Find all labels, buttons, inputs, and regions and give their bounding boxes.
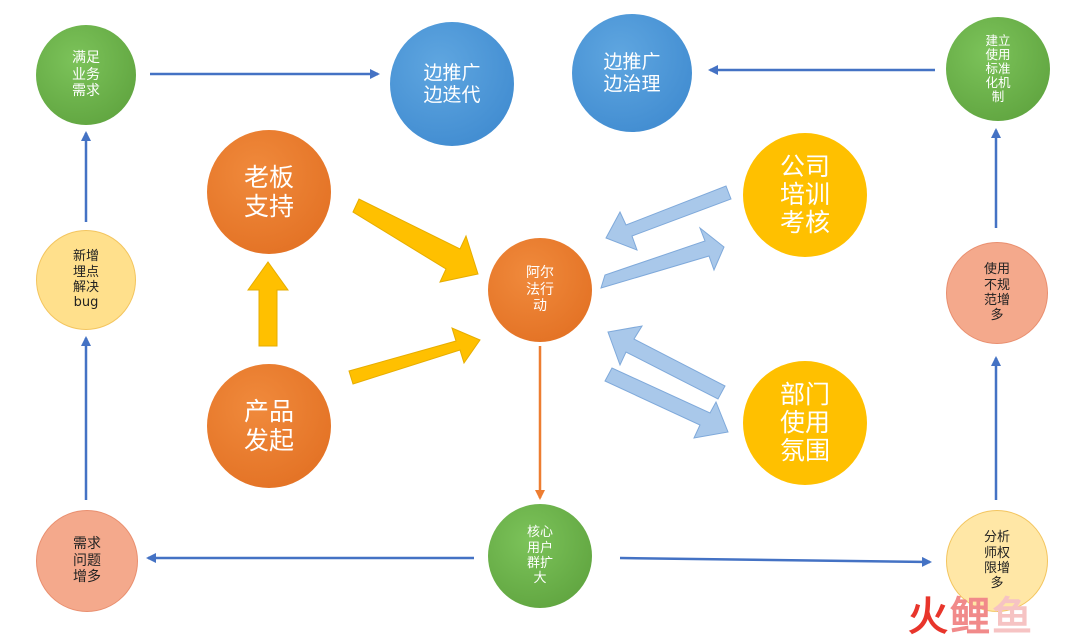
block-arrow-boss-to-alpha: [352, 198, 479, 283]
arrow-core-to-analyst: [619, 556, 932, 567]
node-newpoint: 新增 埋点 解决 bug: [36, 230, 136, 330]
block-arrow-dept-to-alpha: [607, 325, 726, 400]
node-product: 产品 发起: [207, 364, 331, 488]
node-dept: 部门 使用 氛围: [743, 361, 867, 485]
node-boss-label: 老板 支持: [243, 162, 294, 222]
node-newpoint-label: 新增 埋点 解决 bug: [72, 249, 99, 311]
node-boss: 老板 支持: [207, 130, 331, 254]
block-arrow-alpha-to-dept: [604, 367, 729, 439]
node-iterate: 边推广 边迭代: [390, 22, 514, 146]
node-analyst-label: 分析 师权 限增 多: [983, 530, 1010, 592]
node-core-label: 核心 用户 群扩 大: [526, 525, 553, 587]
block-arrow-product-to-alpha: [348, 327, 481, 385]
watermark-logo: 火鲤鱼: [908, 584, 1058, 640]
node-core: 核心 用户 群扩 大: [488, 504, 592, 608]
node-govern-label: 边推广 边治理: [603, 50, 661, 95]
watermark-text: 火鲤鱼: [908, 594, 1034, 640]
node-iterate-label: 边推广 边迭代: [423, 61, 481, 106]
block-arrow-company-to-alpha: [605, 185, 732, 251]
node-needs-label: 需求 问题 增多: [73, 536, 101, 586]
node-standard: 建立 使用 标准 化机 制: [946, 17, 1050, 121]
node-satisfy-needs: 满足 业务 需求: [36, 25, 136, 125]
node-company: 公司 培训 考核: [743, 133, 867, 257]
node-alpha-label: 阿尔 法行 动: [526, 265, 554, 315]
block-arrow-product-to-boss: [247, 261, 289, 347]
node-needs: 需求 问题 增多: [36, 510, 138, 612]
node-alpha: 阿尔 法行 动: [488, 238, 592, 342]
node-misuse-label: 使用 不规 范增 多: [983, 262, 1010, 324]
node-satisfy-needs-label: 满足 业务 需求: [72, 50, 100, 100]
node-product-label: 产品 发起: [243, 396, 294, 456]
node-misuse: 使用 不规 范增 多: [946, 242, 1048, 344]
node-dept-label: 部门 使用 氛围: [779, 380, 830, 465]
node-company-label: 公司 培训 考核: [779, 152, 830, 237]
block-arrow-alpha-to-company: [600, 226, 725, 289]
node-analyst: 分析 师权 限增 多: [946, 510, 1048, 612]
node-govern: 边推广 边治理: [572, 14, 692, 132]
node-standard-label: 建立 使用 标准 化机 制: [985, 33, 1011, 104]
